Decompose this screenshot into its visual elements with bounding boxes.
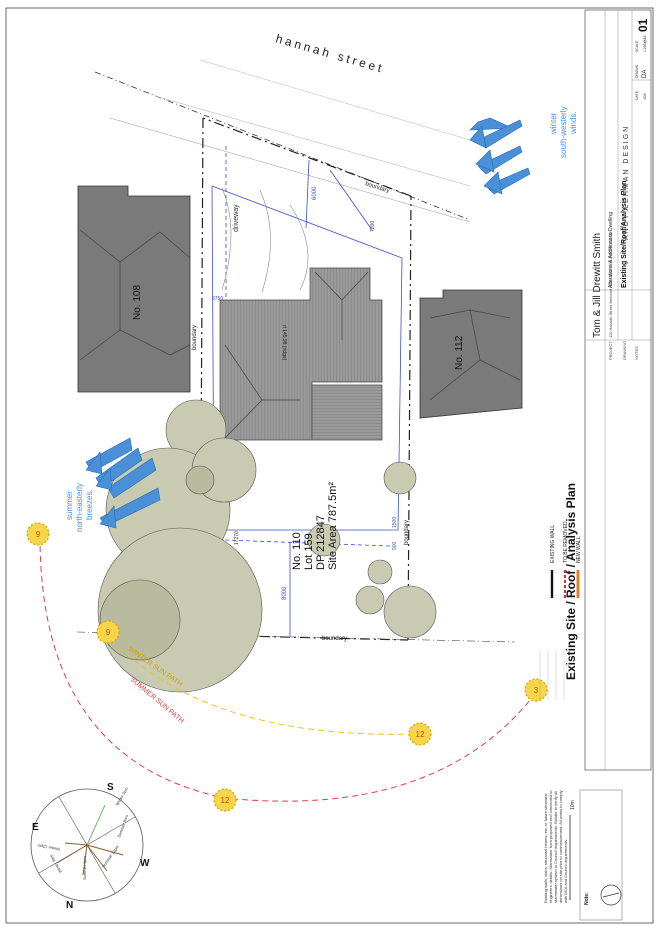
compass-label: Winter 12pm [36,843,60,852]
job-label: JOB [643,93,647,100]
summer-wind-arrows [85,437,161,529]
compass-s: S [107,782,114,793]
compass-label: Winter 3pm [115,786,130,807]
dim-7200: 7200 [370,221,376,232]
ridge-label: rl 145.98 (ridge) [281,325,287,361]
firm-name: ANDY LEHMAN DESIGN [623,125,630,240]
lot-dp: DP 212847 [315,515,327,570]
sheet-border [5,7,654,924]
sheet-label: DA [642,70,648,78]
driveway [221,187,309,293]
compass-rose [30,788,144,902]
sun-icon: 12 [408,722,432,746]
dim-3750: 3750 [212,296,223,302]
title-block [584,9,652,771]
notes-label: NOTES [634,346,639,360]
winter-wind-arrows [469,117,531,195]
lot-info: No. 110 Lot 159 DP 212847 Site Area 787.… [291,482,339,570]
compass-label: Summer 3pm [82,855,87,880]
sun-icon: 3 [524,678,548,702]
project-name: Alterations & Additions to Dwelling [608,212,614,288]
compass-n: N [66,900,73,911]
driveway-label: driveway [233,204,240,232]
sun-icon: 9 [96,620,120,644]
date-label: DATE [635,90,639,100]
summer-wind-label-2: north-easterly [75,483,84,532]
house-roof [219,267,383,441]
svg-text:9: 9 [106,628,111,637]
legend-new-wall: NEW WALL [576,536,582,563]
trees [97,399,437,693]
winter-wind-label-3: winds. [569,111,578,135]
drawing-label: DRAWING [622,341,627,360]
winter-sun-path [104,631,419,735]
lot-area: Site Area 787.5m² [327,482,339,570]
compass-label: Summer 9am [116,813,129,838]
client-name: Tom & Jill Drewitt Smith [592,233,603,338]
notes-text: Existing walls, slabs, structural beams,… [543,790,568,903]
neighbour-112 [419,289,523,419]
notes-heading: Note: [584,892,590,905]
winter-wind-label-1: winter [549,112,558,135]
svg-text:3: 3 [534,686,539,695]
summer-wind-label-3: breezes. [85,489,94,520]
neighbour-112-label: No. 112 [454,335,465,370]
compass-w: W [140,858,150,869]
drawn-label: DRAWN [635,64,639,78]
svg-text:12: 12 [416,730,425,739]
drawing-title: Existing Site / Roof / Analysis Plan [564,483,578,680]
lot-number: No. 110 [291,532,303,570]
notes-text-wrap: Existing walls, slabs, structural beams,… [543,790,568,903]
legend-existing-wall: EXISTING WALL [550,525,556,563]
neighbour-108 [77,185,191,393]
lot-id: Lot 159 [303,533,315,570]
north-arrow-icon [600,884,622,906]
boundary-label-left: boundary [192,325,198,350]
compass-label: Summer 12pm [101,844,121,869]
legend-to-be-removed: TO BE REMOVED [563,521,569,563]
legend: EXISTING WALL TO BE REMOVED NEW WALL [550,521,582,598]
project-label: PROJECT [608,341,613,360]
scale-value: 1:200@A3 [643,35,647,52]
site-address: 110 Hannah Street Beecroft NSW 2119 LOT … [608,230,613,338]
winter-wind-label-2: south-westerly [559,106,568,158]
summer-wind-label-1: summer [65,491,74,520]
dim-17270: 17270 [234,531,240,545]
compass-e: E [32,822,39,833]
dim-8000: 8000 [282,586,288,600]
dim-6000: 6000 [312,186,318,200]
sheet-number: 01 [636,18,650,32]
boundary-label-rear: boundary [322,636,347,642]
street-label: hannah street [274,31,386,75]
dim-900-right: 900 [392,541,398,550]
scale-bar-label: 10m [570,800,576,810]
sun-icons: 9 9 12 12 3 [26,522,548,812]
compass-label: Winter 9am [48,853,63,874]
street-lines [94,59,471,223]
scale-label: SCALE [635,40,639,52]
dim-1500-right: 1500 [392,517,398,528]
svg-text:12: 12 [221,796,230,805]
sun-icon: 12 [213,788,237,812]
svg-text:9: 9 [36,530,41,539]
boundary-label-right: boundary [404,520,410,545]
abbreviations [539,650,565,700]
neighbour-108-label: No. 108 [132,285,143,320]
notes-box [579,789,623,921]
drawing-name: Existing Site/Roof/Analysis Plan [621,181,628,288]
sun-icon: 9 [26,522,50,546]
